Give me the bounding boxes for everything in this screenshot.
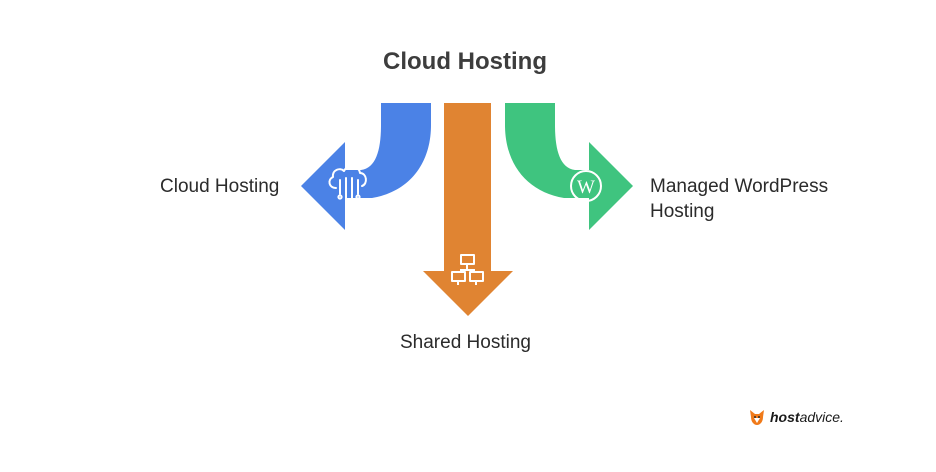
cloud-circuit-icon bbox=[328, 165, 367, 201]
branch-label-shared-hosting: Shared Hosting bbox=[400, 332, 531, 353]
wordpress-icon: W bbox=[570, 170, 602, 202]
arrow-shared-hosting bbox=[423, 103, 513, 316]
network-icon bbox=[451, 254, 484, 285]
logo-advice: advice. bbox=[799, 409, 844, 425]
svg-text:W: W bbox=[577, 177, 595, 198]
fox-logo-icon bbox=[750, 410, 764, 425]
hostadvice-logo: hostadvice. bbox=[748, 405, 844, 429]
branch-label-managed-wordpress: Managed WordPress Hosting bbox=[650, 176, 829, 222]
arrow-managed-wordpress bbox=[505, 103, 633, 230]
arrow-cloud-hosting bbox=[301, 103, 431, 230]
diagram-title: Cloud Hosting bbox=[383, 48, 547, 75]
branch-label-cloud-hosting: Cloud Hosting bbox=[160, 176, 280, 197]
logo-host: host bbox=[770, 409, 800, 425]
